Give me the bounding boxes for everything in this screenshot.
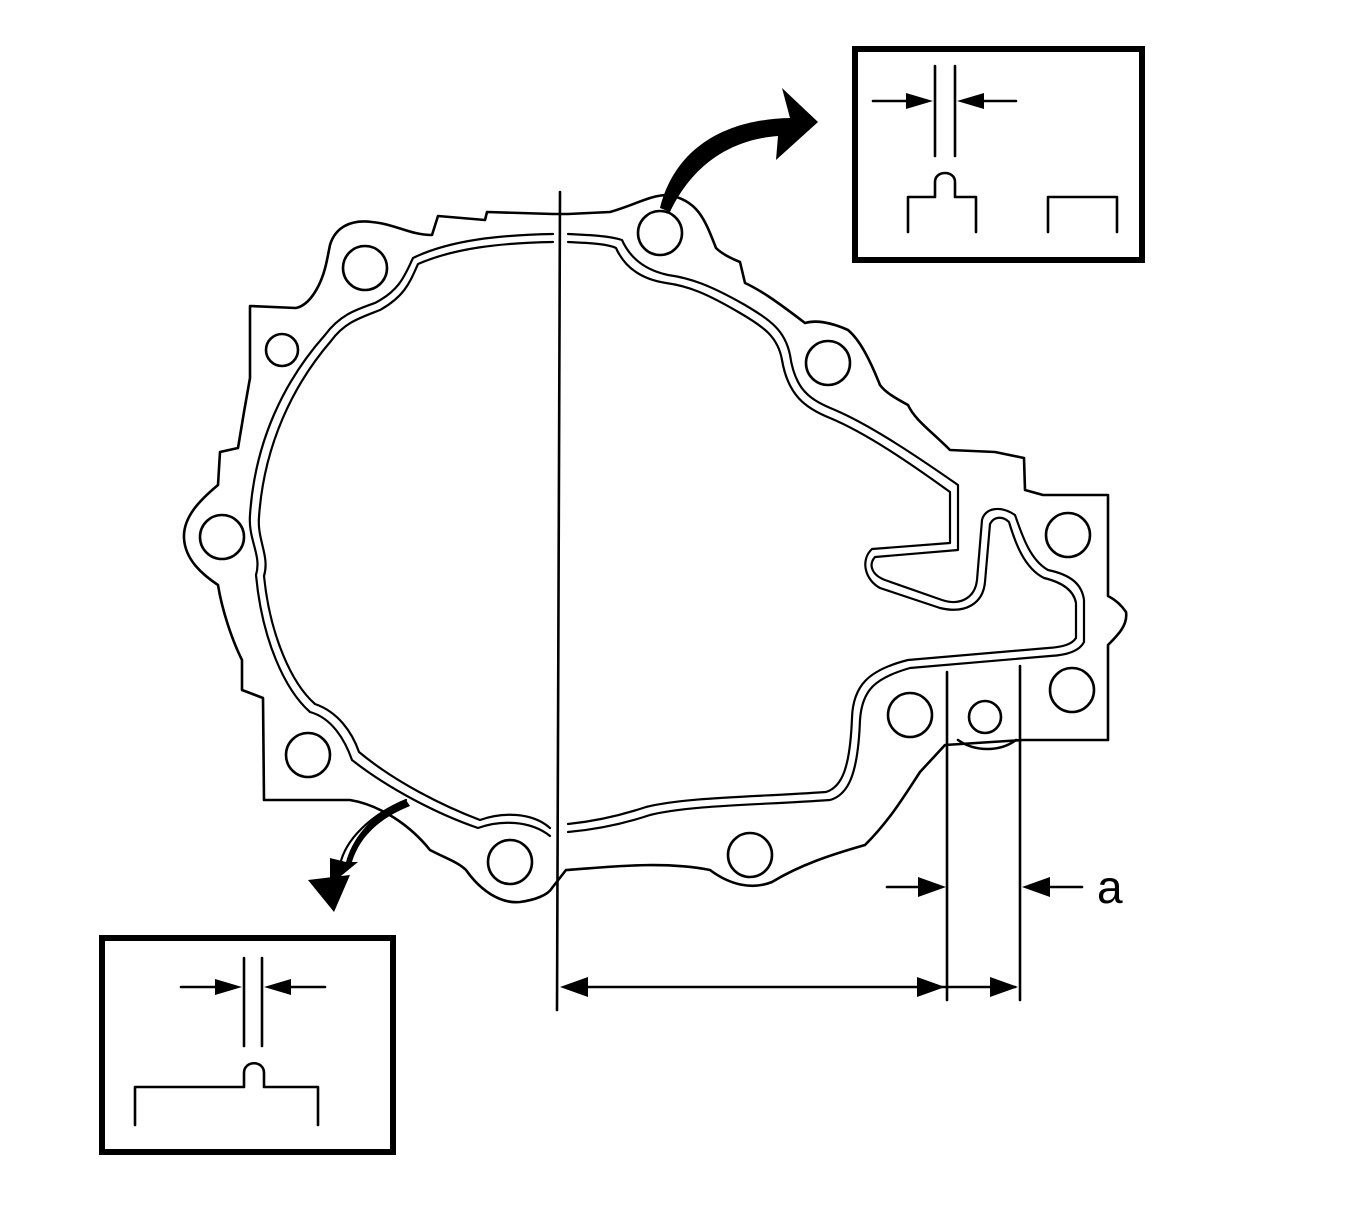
bolt-hole xyxy=(804,339,852,387)
callout-arrowhead-bottom xyxy=(308,875,350,912)
arrowhead-mid xyxy=(917,977,945,997)
bolt-hole xyxy=(636,209,684,257)
detail-frame-top xyxy=(852,46,1145,263)
detail-arrowhead-right xyxy=(957,93,984,109)
bolt-hole xyxy=(486,838,534,886)
bolt-hole xyxy=(341,244,389,292)
detail-box-bottom xyxy=(99,935,396,1155)
callout-arrow-bottom xyxy=(330,800,410,885)
gasket-bead-outer xyxy=(248,232,555,838)
detail-bead-profile xyxy=(133,1061,320,1127)
dimension-a-arrowhead-right xyxy=(1022,877,1050,897)
bolt-hole xyxy=(284,731,332,779)
bolt-hole xyxy=(886,691,934,739)
dimension-a-arrowhead-left xyxy=(918,877,946,897)
callout-arrow-top xyxy=(660,88,818,212)
gasket-bead-inner xyxy=(257,240,555,830)
gasket-bead-right-inner xyxy=(566,240,1078,826)
detail-arrowhead-right xyxy=(264,979,291,995)
detail-bead-profile xyxy=(906,171,978,234)
bolt-hole xyxy=(198,513,246,561)
detail-box-top xyxy=(852,46,1145,263)
arrowhead-right xyxy=(990,977,1018,997)
detail-frame-bottom xyxy=(99,935,396,1155)
arrowhead-left xyxy=(560,977,588,997)
bolt-hole xyxy=(264,332,300,368)
center-reference-line xyxy=(555,190,562,1012)
bolt-hole xyxy=(726,831,774,879)
gasket-outer-outline xyxy=(182,193,1128,904)
bolt-hole xyxy=(1044,511,1092,559)
bolt-holes xyxy=(198,209,1096,886)
gasket-bead-right-outer xyxy=(566,232,1086,834)
detail-arrowhead-left xyxy=(906,93,933,109)
reference-arc xyxy=(956,738,1018,751)
dimension-label-a: a xyxy=(1097,861,1123,913)
detail-arrowhead-left xyxy=(215,979,242,995)
bolt-hole xyxy=(967,699,1003,735)
detail-flange-profile xyxy=(1046,195,1119,234)
bolt-hole xyxy=(1048,666,1096,714)
